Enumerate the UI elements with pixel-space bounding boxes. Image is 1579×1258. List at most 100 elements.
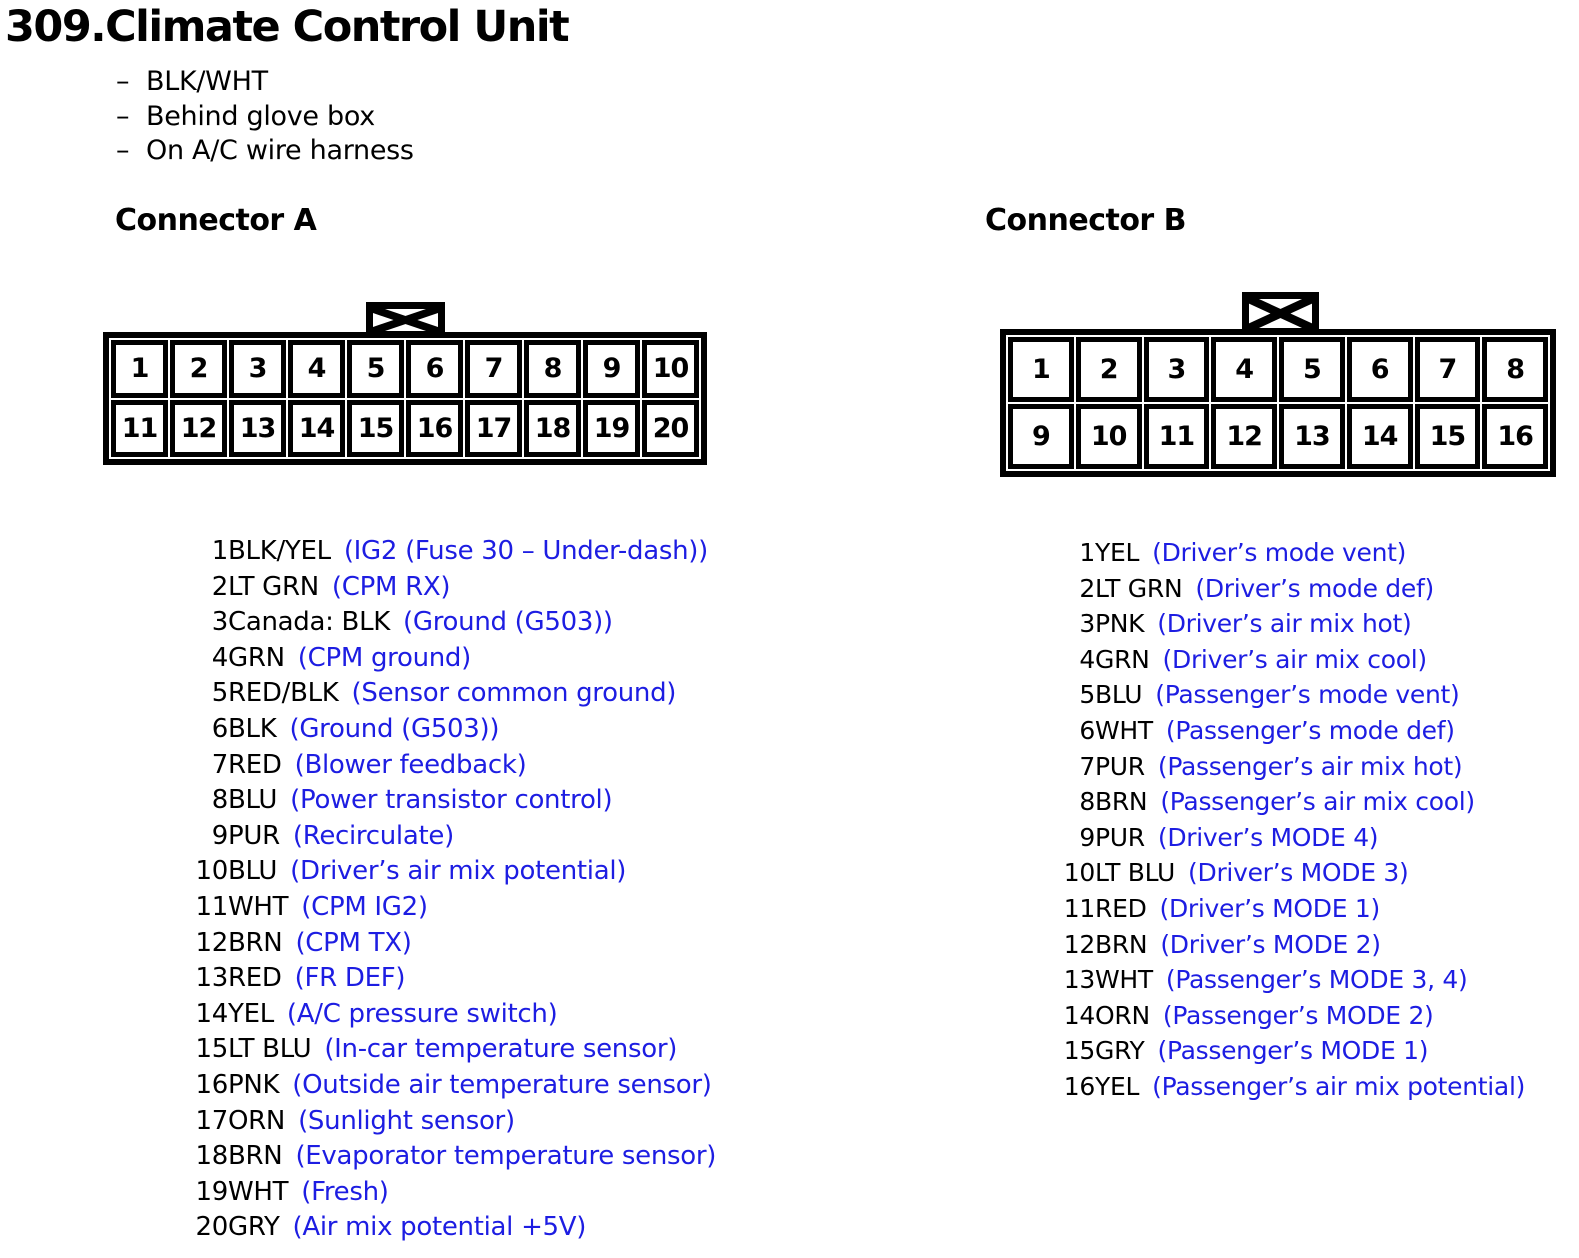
pin-number: 6 bbox=[211, 713, 229, 744]
pin-cell: 17 bbox=[465, 399, 522, 457]
pin-cell: 18 bbox=[524, 399, 581, 457]
pin-function: (Driver’s MODE 4) bbox=[1157, 822, 1379, 852]
pin-number: 7 bbox=[211, 749, 229, 780]
pin-number: 2 bbox=[211, 571, 229, 602]
pin-number: 4 bbox=[1079, 644, 1095, 674]
pin-cell: 19 bbox=[583, 399, 640, 457]
wire-color: PUR bbox=[228, 820, 280, 851]
pin-number: 14 bbox=[1063, 1000, 1096, 1030]
pin-number: 4 bbox=[211, 642, 229, 673]
pin-number: 16 bbox=[1063, 1071, 1096, 1101]
wire-color: RED bbox=[228, 963, 282, 994]
pin-cell: 1 bbox=[1008, 337, 1074, 402]
pin-function: (Driver’s MODE 2) bbox=[1160, 929, 1381, 959]
pin-cell: 11 bbox=[1143, 404, 1210, 469]
pin-cell: 7 bbox=[1414, 337, 1481, 402]
pin-cell: 6 bbox=[1346, 337, 1413, 402]
pin-cell: 1 bbox=[111, 340, 168, 398]
wire-color: WHT bbox=[228, 891, 289, 922]
pin-function: (IG2 (Fuse 30 – Under-dash)) bbox=[343, 536, 708, 566]
wire-color: ORN bbox=[228, 1105, 286, 1136]
pin-cell: 11 bbox=[111, 399, 168, 457]
pin-number: 18 bbox=[195, 1141, 229, 1172]
pin-function: (Fresh) bbox=[301, 1176, 389, 1207]
wire-color: BLU bbox=[1095, 680, 1143, 710]
wire-color: YEL bbox=[1095, 1071, 1140, 1101]
pin-function: (CPM IG2) bbox=[301, 891, 428, 922]
pin-number: 13 bbox=[1063, 965, 1096, 995]
pin-cell: 15 bbox=[1414, 404, 1481, 469]
note-item: – Behind glove box bbox=[116, 101, 414, 136]
wire-color: GRY bbox=[1095, 1036, 1145, 1066]
wire-color: LT GRN bbox=[1095, 573, 1183, 603]
wire-color: BLU bbox=[228, 785, 278, 816]
pin-function: (Passenger’s mode def) bbox=[1165, 715, 1455, 745]
wire-color: LT GRN bbox=[228, 571, 319, 602]
note-text: BLK/WHT bbox=[146, 66, 268, 97]
wire-color: BRN bbox=[228, 1141, 283, 1172]
pin-number: 5 bbox=[1079, 680, 1095, 710]
pin-number: 1 bbox=[1079, 538, 1095, 567]
pin-number: 17 bbox=[195, 1105, 229, 1136]
wire-color: WHT bbox=[1095, 715, 1153, 745]
pin-function: (CPM TX) bbox=[295, 927, 412, 958]
pin-number: 8 bbox=[211, 785, 229, 816]
pin-number: 10 bbox=[195, 856, 229, 887]
wire-color: RED/BLK bbox=[228, 678, 339, 709]
pin-function: (Passenger’s MODE 2) bbox=[1162, 1000, 1434, 1030]
pin-function: (Driver’s mode def) bbox=[1195, 573, 1434, 603]
pin-function: (A/C pressure switch) bbox=[286, 998, 558, 1029]
pin-cell: 14 bbox=[288, 399, 345, 457]
pin-number: 20 bbox=[195, 1212, 229, 1243]
pin-cell: 5 bbox=[1279, 337, 1345, 402]
bowtie-x-icon bbox=[1249, 299, 1312, 328]
pin-number: 15 bbox=[1063, 1036, 1096, 1066]
pin-number: 14 bbox=[195, 998, 229, 1029]
pin-number: 19 bbox=[195, 1176, 229, 1207]
wire-color: RED bbox=[228, 749, 282, 780]
bullet-dash: – bbox=[116, 100, 130, 132]
pin-cell: 12 bbox=[1211, 404, 1277, 469]
pin-function: (Sunlight sensor) bbox=[298, 1105, 515, 1136]
wire-color: Canada: BLK bbox=[228, 607, 391, 638]
pin-function: (Passenger’s air mix cool) bbox=[1160, 787, 1475, 817]
connector-a-heading: Connector A bbox=[115, 203, 317, 238]
pin-function: (Blower feedback) bbox=[294, 749, 527, 780]
wire-color: WHT bbox=[1095, 965, 1153, 995]
pin-cell: 13 bbox=[229, 399, 286, 457]
wire-color: PNK bbox=[1095, 609, 1145, 639]
wire-color: BRN bbox=[1095, 929, 1148, 959]
pin-function: (Ground (G503)) bbox=[289, 713, 500, 744]
pin-number: 7 bbox=[1079, 751, 1095, 781]
pin-function: (Recirculate) bbox=[292, 820, 454, 851]
pin-cell: 4 bbox=[288, 340, 345, 398]
note-text: On A/C wire harness bbox=[146, 135, 414, 166]
pin-number: 3 bbox=[211, 607, 229, 638]
pin-function: (Driver’s MODE 3) bbox=[1188, 858, 1409, 888]
note-item: – On A/C wire harness bbox=[116, 135, 414, 170]
pin-number: 13 bbox=[195, 963, 229, 994]
pin-number: 3 bbox=[1079, 609, 1095, 639]
pin-cell: 5 bbox=[347, 340, 404, 398]
wire-color: BLK bbox=[228, 713, 277, 744]
